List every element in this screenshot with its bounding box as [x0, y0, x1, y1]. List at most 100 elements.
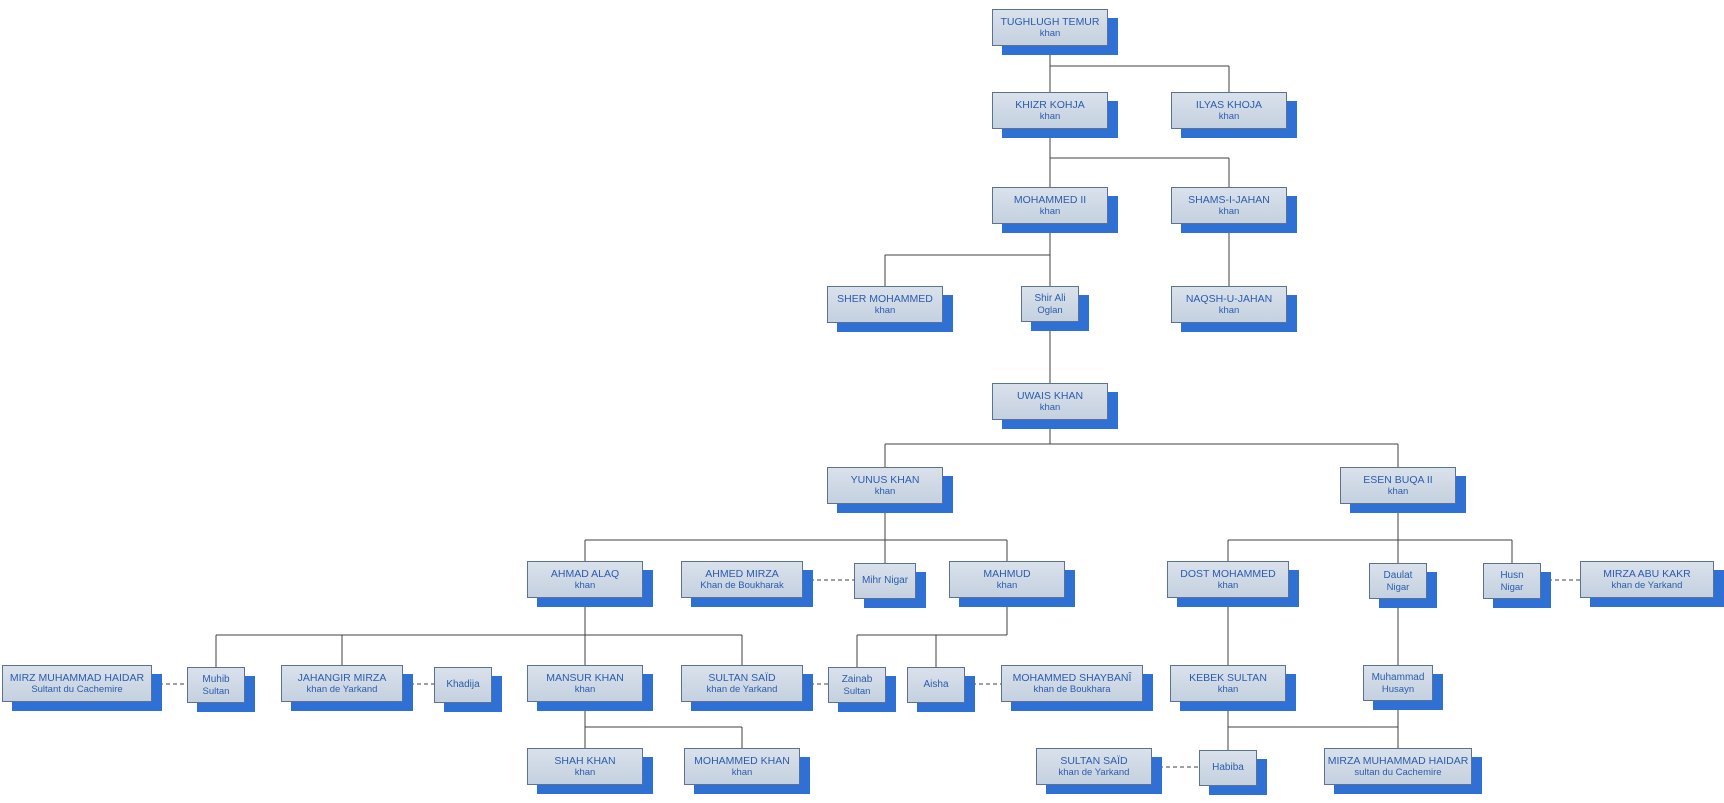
node-subtitle: khan	[731, 767, 753, 778]
node-subtitle: khan	[1218, 206, 1240, 217]
node-subtitle: Khan de Boukharak	[700, 580, 784, 591]
tree-node-khadija: Khadija	[434, 667, 492, 703]
node-title: SULTAN SAÏD	[1060, 755, 1128, 767]
node-title: ESEN BUQA II	[1363, 474, 1433, 486]
node-subtitle: Sultan	[843, 685, 871, 697]
node-title: YUNUS KHAN	[850, 474, 920, 486]
node-title: SHAMS-I-JAHAN	[1188, 194, 1270, 206]
node-subtitle: Husayn	[1381, 683, 1415, 695]
node-subtitle: Nigar	[1386, 581, 1410, 593]
node-title: MOHAMMED II	[1013, 194, 1087, 206]
node-title: MIRZA MUHAMMAD HAIDAR	[1327, 755, 1469, 767]
node-title: MAHMUD	[983, 568, 1031, 580]
node-title: KEBEK SULTAN	[1189, 672, 1267, 684]
node-title: Aisha	[923, 679, 949, 690]
node-subtitle: khan	[1039, 28, 1061, 39]
node-title: DOST MOHAMMED	[1180, 568, 1276, 580]
tree-node-mihr-nigar: Mihr Nigar	[854, 563, 916, 599]
node-title: Khadija	[446, 679, 480, 690]
node-title: Muhib	[202, 673, 230, 685]
node-title: JAHANGIR MIRZA	[297, 672, 387, 684]
tree-node-habiba: Habiba	[1199, 750, 1257, 786]
node-title: Zainab	[841, 673, 873, 685]
node-subtitle: khan	[1039, 402, 1061, 413]
node-subtitle: Sultan	[202, 685, 230, 697]
tree-node-aisha: Aisha	[907, 667, 965, 703]
node-title: Husn	[1500, 569, 1524, 581]
node-title: Shir Ali	[1034, 292, 1066, 304]
node-title: Daulat	[1383, 569, 1413, 581]
node-title: MIRZ MUHAMMAD HAIDAR	[9, 672, 145, 684]
node-subtitle: khan	[574, 767, 596, 778]
node-title: MANSUR KHAN	[546, 672, 624, 684]
node-subtitle: khan de Yarkand	[1611, 580, 1683, 591]
node-subtitle: khan	[574, 580, 596, 591]
node-title: SHAH KHAN	[554, 755, 616, 767]
node-title: Muhammad	[1371, 671, 1425, 683]
node-subtitle: khan	[1217, 684, 1239, 695]
node-title: SHER MOHAMMED	[837, 293, 933, 305]
node-title: KHIZR KOHJA	[1015, 99, 1085, 111]
node-title: Habiba	[1212, 762, 1244, 773]
node-subtitle: khan de Boukhara	[1033, 684, 1111, 695]
node-title: MIRZA ABU KAKR	[1603, 568, 1691, 580]
node-title: MOHAMMED SHAYBANÎ	[1012, 672, 1132, 684]
node-subtitle: khan	[874, 486, 896, 497]
node-subtitle: khan de Yarkand	[306, 684, 378, 695]
node-subtitle: khan	[996, 580, 1018, 591]
node-subtitle: Nigar	[1500, 581, 1524, 593]
node-subtitle: Oglan	[1037, 304, 1063, 316]
node-subtitle: khan	[574, 684, 596, 695]
node-title: AHMED MIRZA	[705, 568, 779, 580]
node-subtitle: khan de Yarkand	[706, 684, 778, 695]
node-title: NAQSH-U-JAHAN	[1185, 293, 1273, 305]
node-title: Mihr Nigar	[861, 575, 909, 586]
node-subtitle: khan de Yarkand	[1058, 767, 1130, 778]
node-title: MOHAMMED KHAN	[694, 755, 790, 767]
node-subtitle: khan	[874, 305, 896, 316]
node-subtitle: khan	[1217, 580, 1239, 591]
node-title: SULTAN SAÏD	[708, 672, 776, 684]
node-subtitle: khan	[1039, 206, 1061, 217]
node-title: ILYAS KHOJA	[1195, 99, 1263, 111]
node-title: UWAIS KHAN	[1016, 390, 1084, 402]
node-title: TUGHLUGH TEMUR	[1000, 16, 1100, 28]
node-title: AHMAD ALAQ	[550, 568, 620, 580]
node-subtitle: Sultant du Cachemire	[31, 684, 123, 695]
node-subtitle: khan	[1039, 111, 1061, 122]
node-subtitle: khan	[1218, 111, 1240, 122]
node-subtitle: sultan du Cachemire	[1354, 767, 1442, 778]
